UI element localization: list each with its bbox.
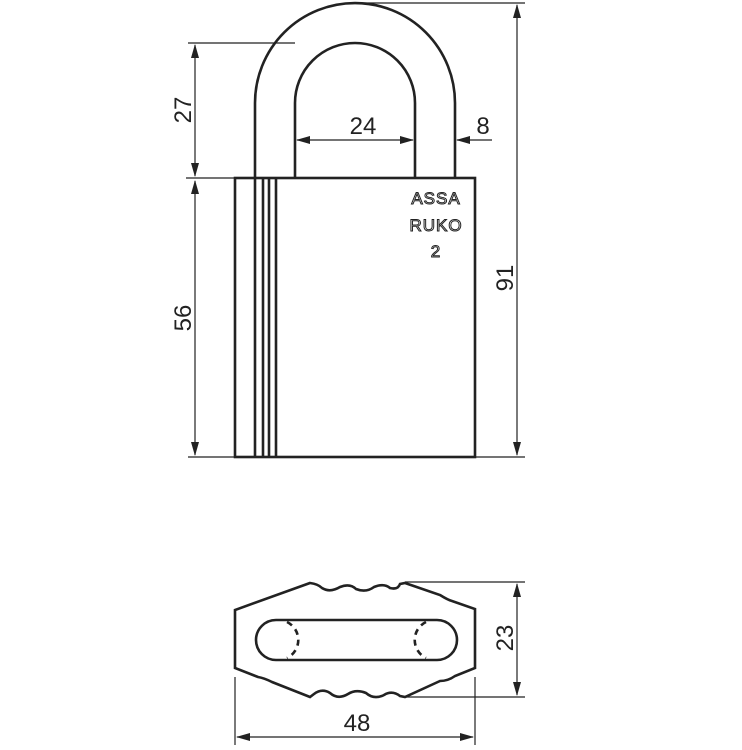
dim-shackle-clearance: 27 (170, 97, 197, 124)
shackle (253, 1, 457, 178)
logo-assa: ASSA (411, 189, 460, 208)
front-dimensions: 27 56 91 24 8 (170, 2, 525, 458)
dim-body-thickness: 23 (492, 625, 519, 652)
logo-class: 2 (431, 242, 441, 261)
logo-ruko: RUKO (409, 216, 462, 235)
dim-body-width: 48 (344, 710, 371, 737)
padlock-body: ASSA RUKO 2 (233, 176, 477, 459)
dim-shackle-diameter: 8 (476, 113, 489, 140)
dim-body-height: 56 (170, 305, 197, 332)
bottom-dimensions: 23 48 (234, 581, 525, 745)
bottom-view (233, 581, 477, 699)
dim-shackle-inner-width: 24 (350, 113, 377, 140)
dim-total-height: 91 (492, 265, 519, 292)
